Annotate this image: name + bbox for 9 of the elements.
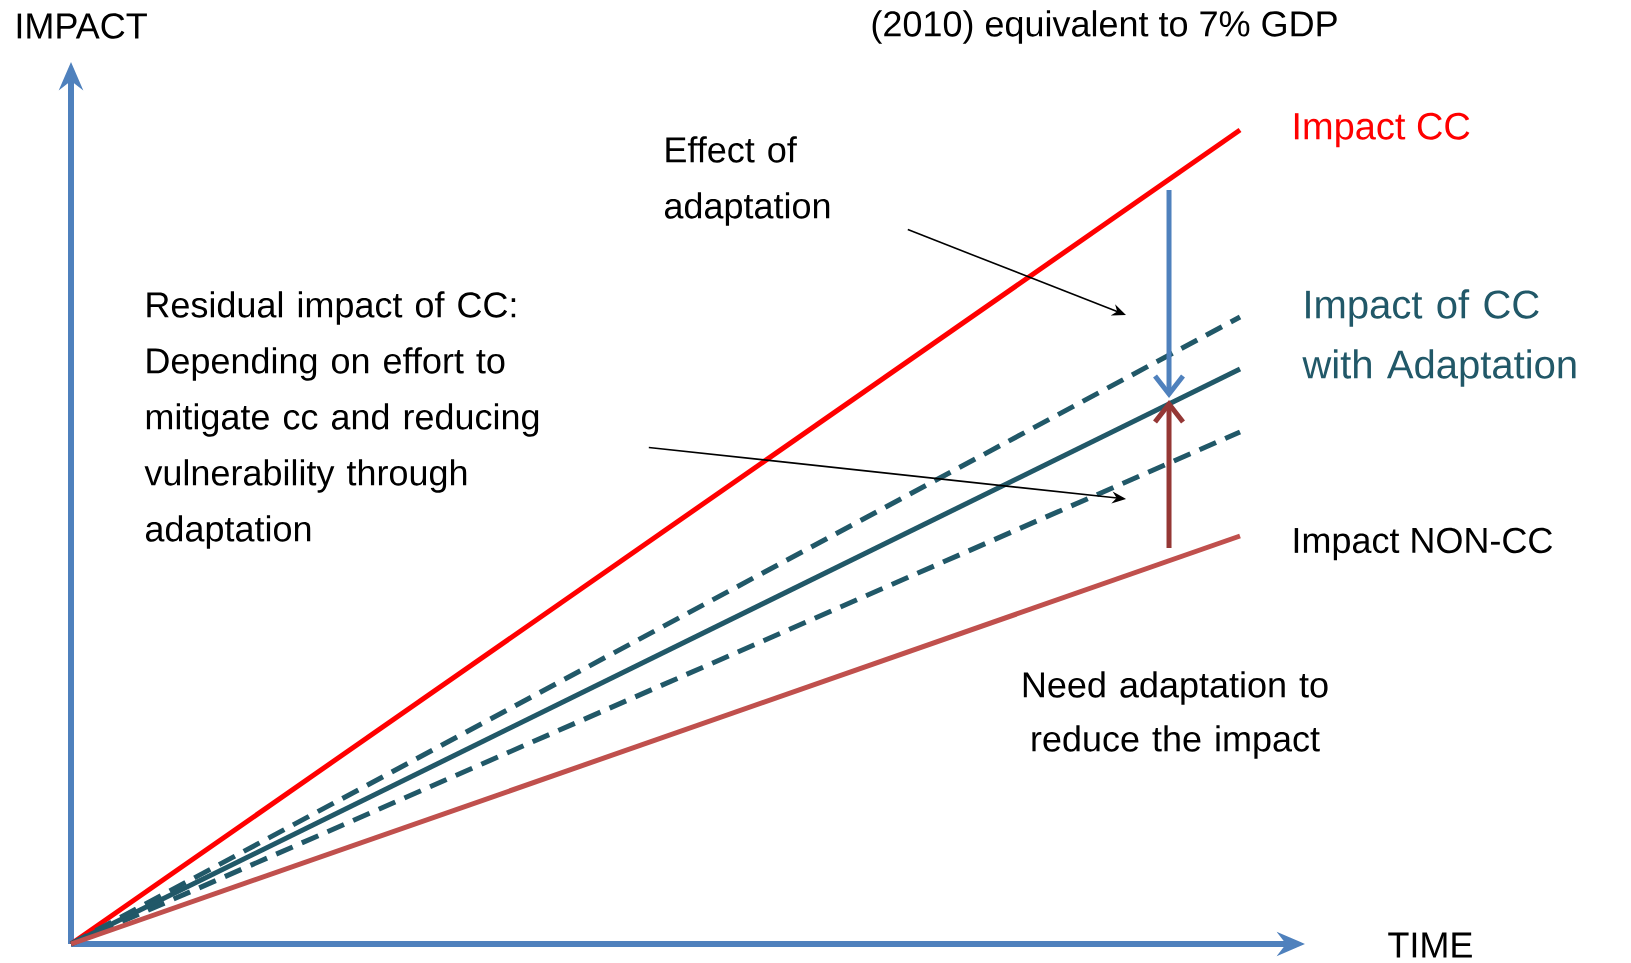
line-label: Impact NON-CC: [1294, 527, 1553, 561]
annotation-text: Residual impact of CC: Depending on effort to mitigate cc and reducing vulnerability through adaptation: [144, 291, 539, 549]
axis-label: TIME: [1388, 932, 1472, 958]
note-text: (2010) equivalent to 7% GDP: [872, 10, 1337, 44]
line-label: Impact CC: [1294, 112, 1470, 148]
axis-label: IMPACT: [17, 13, 147, 39]
line-label: Impact of CC with Adaptation: [1302, 289, 1576, 387]
annotation-text: Effect of adaptation: [664, 136, 830, 226]
note-text: Need adaptation to reduce the impact: [1023, 671, 1328, 759]
